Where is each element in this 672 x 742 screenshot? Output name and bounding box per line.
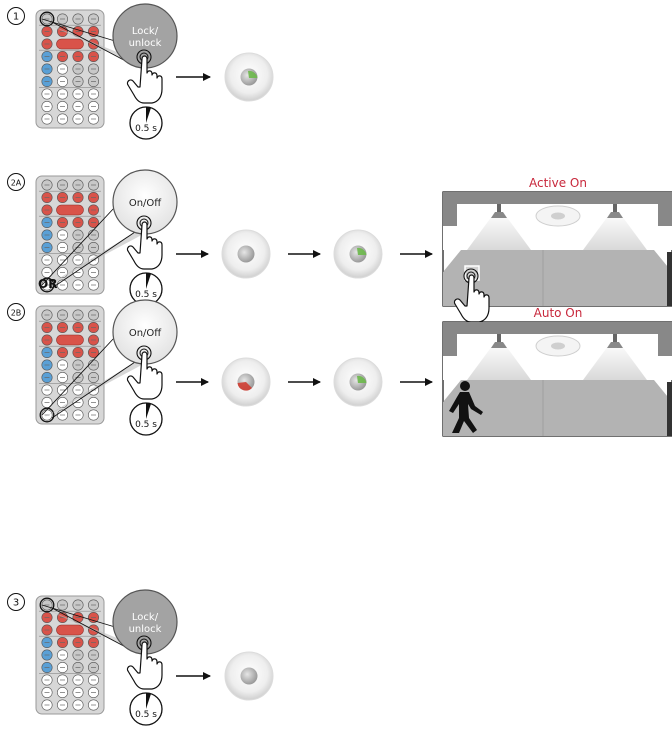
walking-person-icon	[449, 381, 483, 433]
stopwatch-icon: 0.5 s	[129, 272, 163, 306]
step-number: 2A	[11, 179, 22, 188]
stopwatch-icon: 0.5 s	[129, 692, 163, 726]
sensor-led-icon	[333, 357, 383, 407]
sensor-led-icon	[221, 229, 271, 279]
duration-label: 0.5 s	[135, 420, 157, 430]
duration-label: 0.5 s	[135, 290, 157, 300]
led-green	[357, 247, 367, 255]
stopwatch-icon: 0.5 s	[129, 106, 163, 140]
step-2b: 2B On/Off 0.5 s	[7, 299, 433, 436]
remote-button	[56, 204, 84, 216]
selected-button-ring	[39, 11, 55, 27]
remote-control	[35, 9, 105, 129]
room-door	[667, 382, 672, 436]
or-label: OR	[38, 277, 57, 291]
room-ceiling	[443, 192, 672, 204]
scene-title: Auto On	[534, 306, 583, 320]
selected-button-ring	[39, 277, 55, 293]
sensor-led-icon	[224, 651, 274, 701]
remote-button	[56, 624, 84, 636]
duration-label: 0.5 s	[135, 710, 157, 720]
sensor-led-icon	[224, 52, 274, 102]
step-number-badge: 1	[7, 7, 25, 25]
pressing-hand-icon	[453, 268, 490, 323]
step-2a: 2A On/Off 0.5 s	[7, 169, 433, 306]
pressing-hand-icon	[126, 49, 163, 104]
magnifier-callout: On/Off	[41, 299, 178, 419]
room-wall-left	[443, 334, 457, 356]
remote-button	[56, 38, 84, 50]
pressing-hand-icon	[126, 345, 163, 400]
sensor-led-icon	[221, 357, 271, 407]
duration-label: 0.5 s	[135, 124, 157, 134]
step-number-badge: 3	[7, 593, 25, 611]
room-door	[667, 252, 672, 306]
remote-control	[35, 305, 105, 425]
led-green	[248, 70, 258, 78]
led-green	[357, 375, 367, 383]
room-wall-right	[658, 204, 672, 226]
scene-auto-on: Auto On	[442, 306, 672, 437]
step-number: 2B	[11, 309, 22, 318]
sensor-led-icon	[333, 229, 383, 279]
room-wall-right	[658, 334, 672, 356]
room-floor	[443, 250, 672, 306]
ceiling-lamp-icon	[583, 204, 647, 250]
step-number: 3	[13, 598, 19, 609]
magnifier-callout: Lock/unlock	[41, 589, 178, 655]
pressing-hand-icon	[126, 635, 163, 690]
selected-button-ring	[39, 597, 55, 613]
scene-active-on: Active On	[442, 176, 672, 323]
scene-title: Active On	[529, 176, 587, 190]
remote-button	[56, 334, 84, 346]
pressing-hand-icon	[126, 215, 163, 270]
callout-button-label: On/Off	[129, 198, 162, 209]
magnifier-callout: Lock/unlock	[41, 3, 178, 69]
callout-button-label: Lock/unlock	[129, 612, 162, 635]
room-wall-left	[443, 204, 457, 226]
selected-button-ring	[39, 407, 55, 423]
step-number-badge: 2A	[7, 173, 25, 191]
room-floor	[443, 380, 672, 436]
remote-control	[35, 595, 105, 715]
room-ceiling	[443, 322, 672, 334]
stopwatch-icon: 0.5 s	[129, 402, 163, 436]
ceiling-lamp-icon	[467, 334, 531, 380]
callout-button-label: On/Off	[129, 328, 162, 339]
callout-button-label: Lock/unlock	[129, 26, 162, 49]
ceiling-lamp-icon	[467, 204, 531, 250]
step-number-badge: 2B	[7, 303, 25, 321]
step-number: 1	[13, 12, 19, 23]
ceiling-lamp-icon	[583, 334, 647, 380]
magnifier-callout: On/Off	[41, 169, 178, 289]
led-red	[237, 382, 252, 391]
